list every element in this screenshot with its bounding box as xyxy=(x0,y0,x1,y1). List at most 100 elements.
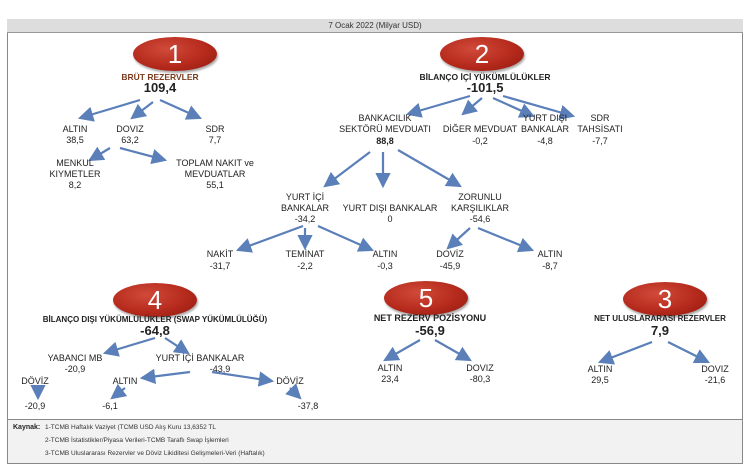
sdr1-value: 7,7 xyxy=(208,135,222,145)
diger-label: DİĞER MEVDUAT xyxy=(442,124,518,134)
nakit-value: -31,7 xyxy=(209,261,231,271)
menkul-label-2: KIYMETLER xyxy=(49,169,101,179)
altin6-label: ALTIN xyxy=(587,364,613,374)
source-line: 2-TCMB İstatistikler/Piyasa Verileri-TCM… xyxy=(45,437,229,444)
sdr1-label: SDR xyxy=(205,124,225,134)
arrow xyxy=(434,339,472,362)
nakit-label: NAKİT xyxy=(206,249,234,259)
altin5-value: 23,4 xyxy=(381,374,399,384)
altin3-value: -8,7 xyxy=(542,261,558,271)
arrow xyxy=(397,149,462,188)
bilancodisi-label: BİLANÇO DIŞI YÜKÜMLÜLÜKLER (SWAP YÜKÜMLÜ… xyxy=(42,315,268,324)
toplam-label-1: TOPLAM NAKIT ve xyxy=(176,158,254,168)
yib1-label-2: BANKALAR xyxy=(280,203,330,213)
brut-value: 109,4 xyxy=(143,80,177,95)
badge-5: 5 xyxy=(384,281,468,315)
arrow xyxy=(477,226,535,253)
altin2-value: -0,3 xyxy=(377,261,393,271)
yib2-label: YURT İÇİ BANKALAR xyxy=(155,353,245,363)
sdr2-label-2: TAHSİSATI xyxy=(577,124,623,134)
badge-3: 3 xyxy=(623,282,707,316)
brut-label: BRÜT REZERVLER xyxy=(121,72,199,82)
arrow xyxy=(597,340,653,365)
doviz2-label: DOVİZ xyxy=(436,249,464,259)
arrow xyxy=(211,370,275,387)
netulus-value: 7,9 xyxy=(650,323,670,338)
arrow xyxy=(383,339,421,362)
doviz4-value: -37,8 xyxy=(297,401,319,411)
altin1-label: ALTIN xyxy=(62,124,88,134)
arrow xyxy=(102,336,156,357)
bilanco-label: BİLANÇO İÇİ YÜKÜMLÜLÜKLER xyxy=(419,72,551,82)
zorunlu-label-1: ZORUNLU xyxy=(458,192,502,202)
ydb1-label-1: YURT DIŞI xyxy=(522,113,568,123)
doviz3-label: DÖVİZ xyxy=(21,376,49,386)
arrow xyxy=(130,101,154,120)
menkul-label-1: MENKUL xyxy=(56,158,94,168)
doviz1-value: 63,2 xyxy=(121,135,139,145)
netulus-label: NET ULUSLARARASI REZERVLER xyxy=(594,314,726,323)
bilanco-value: -101,5 xyxy=(466,80,504,95)
yib1-label-1: YURT İÇİ xyxy=(285,192,325,202)
sources-label: Kaynak: xyxy=(13,424,41,431)
arrow xyxy=(461,97,483,116)
yib2-value: -43,9 xyxy=(209,364,231,374)
arrow xyxy=(667,341,710,363)
arrow xyxy=(159,98,203,120)
zorunlu-value: -54,6 xyxy=(469,214,491,224)
teminat-value: -2,2 xyxy=(297,261,313,271)
diagram-title: 7 Ocak 2022 (Milyar USD) xyxy=(7,19,743,33)
toplam-label-2: MEVDUATLAR xyxy=(184,169,246,179)
toplam-value: 55,1 xyxy=(206,180,224,190)
arrow xyxy=(446,227,471,250)
ydb2-label: YURT DIŞI BANKALAR xyxy=(342,203,438,213)
arrow xyxy=(110,383,128,400)
arrow xyxy=(502,94,576,120)
arrow xyxy=(77,98,141,122)
ydb1-label-2: BANKALAR xyxy=(520,124,570,134)
arrow xyxy=(119,146,168,165)
doviz5-value: -80,3 xyxy=(469,374,491,384)
teminat-label: TEMİNAT xyxy=(285,249,325,259)
altin4-value: -6,1 xyxy=(102,401,118,411)
doviz6-value: -21,6 xyxy=(704,375,726,385)
sdr2-value: -7,7 xyxy=(592,136,608,146)
bankacilik-value: 88,8 xyxy=(376,136,394,146)
arrow xyxy=(285,383,302,400)
netrezerv-label: NET REZERV POZİSYONU xyxy=(373,313,487,323)
badge-1: 1 xyxy=(133,37,217,71)
arrow xyxy=(317,224,375,252)
netrezerv-value: -56,9 xyxy=(415,323,445,338)
doviz6-label: DOVIZ xyxy=(701,364,729,374)
arrow xyxy=(88,146,111,162)
bilancodisi-value: -64,8 xyxy=(140,323,170,338)
altin5-label: ALTIN xyxy=(377,363,403,373)
doviz3-value: -20,9 xyxy=(24,401,46,411)
bankacilik-label-1: BANKACILIK xyxy=(358,113,412,123)
diger-value: -0,2 xyxy=(472,136,488,146)
arrow xyxy=(405,94,471,118)
altin2-label: ALTIN xyxy=(372,249,398,259)
yabanci-value: -20,9 xyxy=(64,364,86,374)
zorunlu-label-2: KARŞILIKLAR xyxy=(450,203,510,213)
arrow xyxy=(323,151,371,188)
sources-panel: Kaynak: 1-TCMB Haftalık Vaziyet (TCMB US… xyxy=(7,420,743,464)
altin1-value: 38,5 xyxy=(66,135,84,145)
doviz1-label: DOVIZ xyxy=(116,124,144,134)
altin3-label: ALTIN xyxy=(537,249,563,259)
arrow xyxy=(164,337,190,355)
bankacilik-label-2: SEKTÖRÜ MEVDUATI xyxy=(339,124,431,134)
doviz4-label: DÖVİZ xyxy=(276,376,304,386)
sdr2-label-1: SDR xyxy=(590,113,610,123)
badge-2: 2 xyxy=(440,37,524,71)
arrow xyxy=(235,224,304,253)
altin6-value: 29,5 xyxy=(591,375,609,385)
doviz2-value: -45,9 xyxy=(439,261,461,271)
badge-4: 4 xyxy=(113,283,197,317)
ydb2-value: 0 xyxy=(387,214,393,224)
altin4-label: ALTIN xyxy=(112,376,138,386)
arrow xyxy=(492,96,536,118)
source-line: 1-TCMB Haftalık Vaziyet (TCMB USD Alış K… xyxy=(45,424,216,431)
yabanci-label: YABANCI MB xyxy=(47,353,103,363)
